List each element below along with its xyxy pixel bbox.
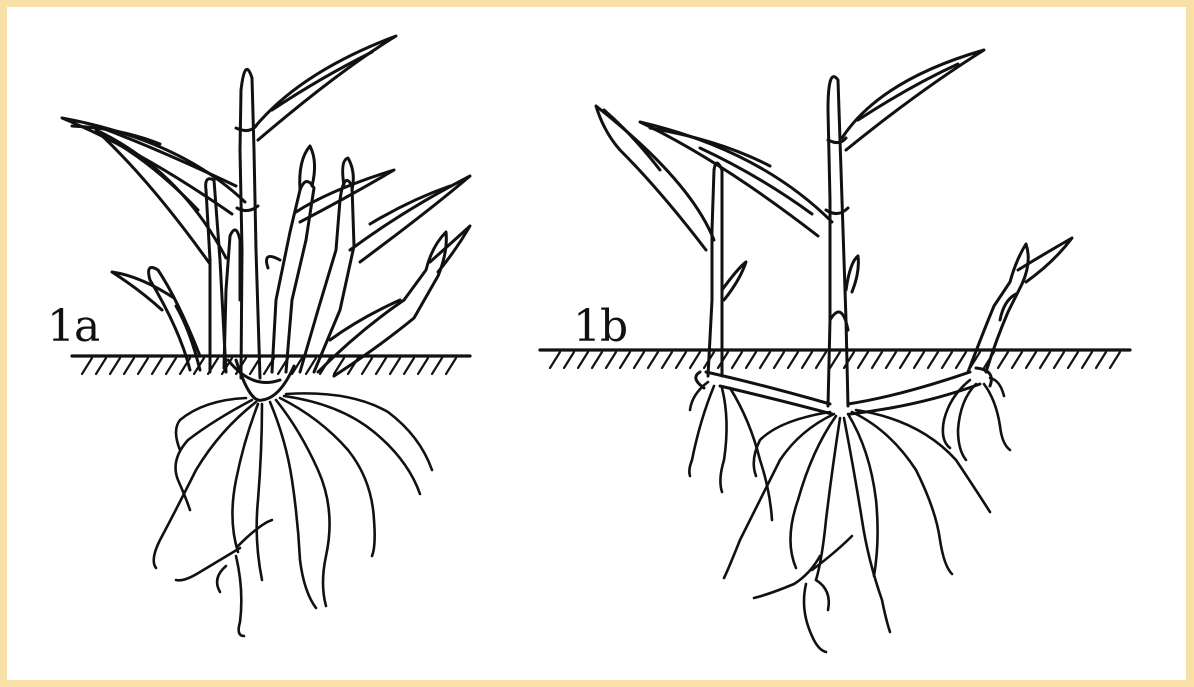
soil-hatch-mark	[676, 352, 686, 368]
soil-hatch-mark	[152, 358, 162, 374]
soil-hatch-mark	[760, 352, 770, 368]
soil-hatch-mark	[1110, 352, 1120, 368]
leaf-1b-left	[640, 122, 832, 236]
ground-line-1b	[540, 350, 1130, 368]
soil-hatch-mark	[998, 352, 1008, 368]
soil-hatch-mark	[732, 352, 742, 368]
soil-hatch-mark	[648, 352, 658, 368]
leaf-1a-top	[254, 36, 396, 140]
soil-hatch-mark	[404, 358, 414, 374]
soil-hatch-mark	[928, 352, 938, 368]
soil-hatch-mark	[830, 352, 840, 368]
soil-hatch-mark	[564, 352, 574, 368]
soil-hatch-mark	[802, 352, 812, 368]
soil-hatch-mark	[816, 352, 826, 368]
soil-hatch-mark	[578, 352, 588, 368]
soil-hatch-mark	[550, 352, 560, 368]
soil-hatch-mark	[110, 358, 120, 374]
soil-hatch-mark	[1040, 352, 1050, 368]
plant-1b-illustration	[540, 50, 1130, 652]
soil-hatch-mark	[390, 358, 400, 374]
soil-hatch-mark	[592, 352, 602, 368]
plant-1a-illustration	[62, 36, 470, 636]
soil-hatch-mark	[96, 358, 106, 374]
leaf-1b-top	[842, 50, 984, 150]
soil-hatch-mark	[900, 352, 910, 368]
soil-hatch-mark	[788, 352, 798, 368]
soil-hatch-mark	[1026, 352, 1036, 368]
soil-hatch-mark	[138, 358, 148, 374]
soil-hatch-mark	[376, 358, 386, 374]
soil-hatch-mark	[620, 352, 630, 368]
soil-hatch-mark	[662, 352, 672, 368]
soil-hatch-mark	[886, 352, 896, 368]
soil-hatch-mark	[1054, 352, 1064, 368]
line-drawing	[7, 7, 1186, 680]
soil-hatch-mark	[858, 352, 868, 368]
soil-hatch-mark	[634, 352, 644, 368]
soil-hatch-mark	[1068, 352, 1078, 368]
soil-hatch-mark	[166, 358, 176, 374]
soil-hatch-mark	[446, 358, 456, 374]
soil-hatch-mark	[690, 352, 700, 368]
soil-hatch-mark	[362, 358, 372, 374]
soil-hatch-mark	[914, 352, 924, 368]
roots-1b-main	[724, 410, 990, 652]
soil-hatch-mark	[774, 352, 784, 368]
tiller-1b-right	[968, 238, 1072, 372]
soil-hatch-mark	[418, 358, 428, 374]
main-stem-1a	[236, 69, 260, 378]
soil-hatch-mark	[942, 352, 952, 368]
soil-hatch-mark	[872, 352, 882, 368]
soil-hatch-mark	[746, 352, 756, 368]
roots-1a	[154, 393, 432, 636]
soil-hatch-mark	[124, 358, 134, 374]
soil-hatch-mark	[432, 358, 442, 374]
soil-hatch-mark	[956, 352, 966, 368]
soil-hatch-mark	[82, 358, 92, 374]
soil-hatch-mark	[1012, 352, 1022, 368]
soil-hatch-mark	[1082, 352, 1092, 368]
soil-hatch-mark	[606, 352, 616, 368]
roots-1b-right	[943, 378, 1010, 460]
soil-hatch-mark	[1096, 352, 1106, 368]
tillers-1a-right	[267, 146, 471, 376]
